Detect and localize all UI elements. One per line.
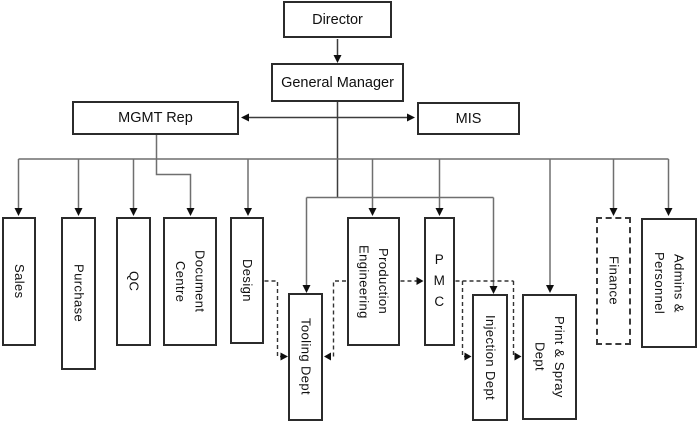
edge-drop-qc	[129, 159, 138, 216]
node-tooling-dept: Tooling Dept	[288, 293, 323, 421]
node-general-manager: General Manager	[271, 63, 404, 102]
node-pmc: P M C	[424, 217, 455, 346]
edge-drop-sales	[14, 159, 23, 216]
edge-dashed-pmc-injection	[455, 280, 514, 361]
edge-drop-print-spray	[546, 159, 554, 293]
node-design: Design	[230, 217, 264, 344]
edge-dashed-design-tooling	[264, 280, 288, 361]
node-qc-label: QC	[126, 271, 142, 292]
edge-mgmt-rep-mis	[241, 113, 415, 122]
node-injection-dept-label: Injection Dept	[482, 314, 498, 401]
node-director: Director	[283, 1, 392, 38]
node-print-spray-dept: Print & Spray Dept	[522, 294, 577, 420]
node-sales-label: Sales	[11, 264, 27, 299]
edge-director-general-manager	[333, 39, 342, 63]
node-mis: MIS	[417, 102, 520, 135]
edge-drop-pmc	[435, 159, 444, 216]
edge-drop-purchase	[74, 159, 83, 216]
node-admins-personnel: Admins & Personnel	[641, 218, 697, 348]
node-production-engineering-label: Production Engineering	[356, 244, 392, 319]
edge-dashed-production-engineering-tooling	[324, 280, 346, 361]
edge-drop-design	[244, 159, 252, 216]
node-director-label: Director	[312, 11, 363, 28]
node-production-engineering: Production Engineering	[347, 217, 400, 346]
node-finance: Finance	[596, 217, 631, 345]
node-sales: Sales	[2, 217, 36, 346]
node-general-manager-label: General Manager	[281, 74, 394, 91]
node-pmc-label: P M C	[433, 252, 446, 309]
edge-drop-finance	[609, 159, 618, 216]
node-purchase-label: Purchase	[71, 264, 87, 323]
node-qc: QC	[116, 217, 151, 346]
edge-drop-admins-personnel	[664, 159, 673, 216]
node-print-spray-dept-label: Print & Spray Dept	[532, 316, 568, 398]
node-mgmt-rep: MGMT Rep	[72, 101, 239, 135]
node-tooling-dept-label: Tooling Dept	[298, 318, 314, 396]
node-admins-personnel-label: Admins & Personnel	[652, 251, 687, 315]
edge-subbranch-tooling-injection	[302, 196, 498, 294]
edge-mgmt-rep-document-centre	[155, 135, 195, 216]
node-design-label: Design	[239, 259, 255, 302]
node-document-centre-label: Document Centre	[173, 250, 208, 313]
edge-drop-production-engineering	[368, 159, 377, 216]
edge-dashed-pmc-print-spray	[512, 281, 522, 361]
node-mis-label: MIS	[455, 110, 482, 127]
node-mgmt-rep-label: MGMT Rep	[118, 110, 193, 126]
node-document-centre: Document Centre	[163, 217, 217, 346]
node-injection-dept: Injection Dept	[472, 294, 508, 421]
edge-dashed-production-engineering-pmc	[400, 277, 424, 285]
node-purchase: Purchase	[61, 217, 96, 370]
node-finance-label: Finance	[606, 256, 622, 306]
